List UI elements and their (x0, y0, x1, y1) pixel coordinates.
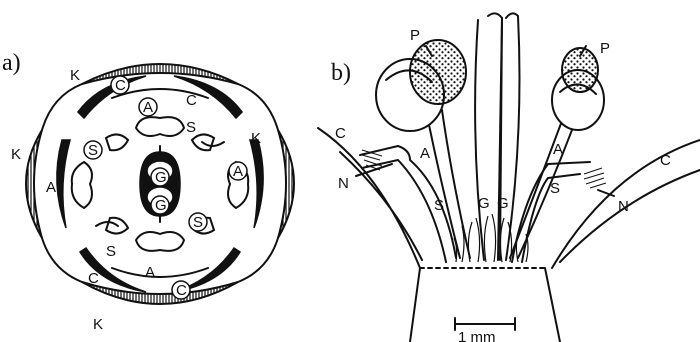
style-left (475, 13, 502, 260)
mark-staminode: S (434, 197, 444, 214)
panel-b-label: b) (331, 60, 351, 86)
mark-corolla: C (176, 282, 187, 299)
scale-bar-label: 1 mm (458, 329, 496, 342)
mark-corolla: C (186, 92, 197, 109)
scale-bar: 1 mm (455, 318, 515, 342)
mark-stamen: A (420, 145, 430, 162)
mark-calyx: K (70, 67, 80, 84)
mark-calyx: K (93, 316, 103, 333)
mark-stamen: A (145, 264, 155, 281)
corolla-left (318, 128, 422, 268)
mark-calyx: K (11, 146, 21, 163)
mark-stamen: A (553, 141, 563, 158)
mark-corolla: C (115, 77, 126, 94)
mark-staminode: S (88, 142, 98, 159)
mark-corolla: C (335, 125, 346, 142)
mark-pollinium: P (410, 27, 420, 44)
mark-gynoecium: G (155, 197, 167, 214)
mark-staminode: S (186, 119, 196, 136)
floral-diagram: a) (2, 50, 294, 333)
mark-style: G (478, 195, 490, 212)
mark-stamen: A (233, 163, 243, 180)
mark-corolla: C (88, 270, 99, 287)
mark-stamen: A (46, 179, 56, 196)
mark-staminode: S (193, 214, 203, 231)
panel-a-label: a) (2, 50, 21, 76)
mark-stamen: A (143, 99, 153, 116)
mark-staminode: S (550, 180, 560, 197)
mark-pollinium: P (600, 40, 610, 57)
nectary-marks (362, 150, 606, 188)
mark-nectary: N (338, 175, 349, 192)
mark-calyx: K (251, 130, 261, 147)
mark-nectary: N (618, 198, 629, 215)
mark-corolla: C (660, 152, 671, 169)
mark-staminode: S (106, 243, 116, 260)
pollinium-left (410, 40, 466, 104)
flower-section-drawing: b) (318, 13, 700, 342)
mark-gynoecium: G (155, 169, 167, 186)
mark-style: G (497, 195, 509, 212)
